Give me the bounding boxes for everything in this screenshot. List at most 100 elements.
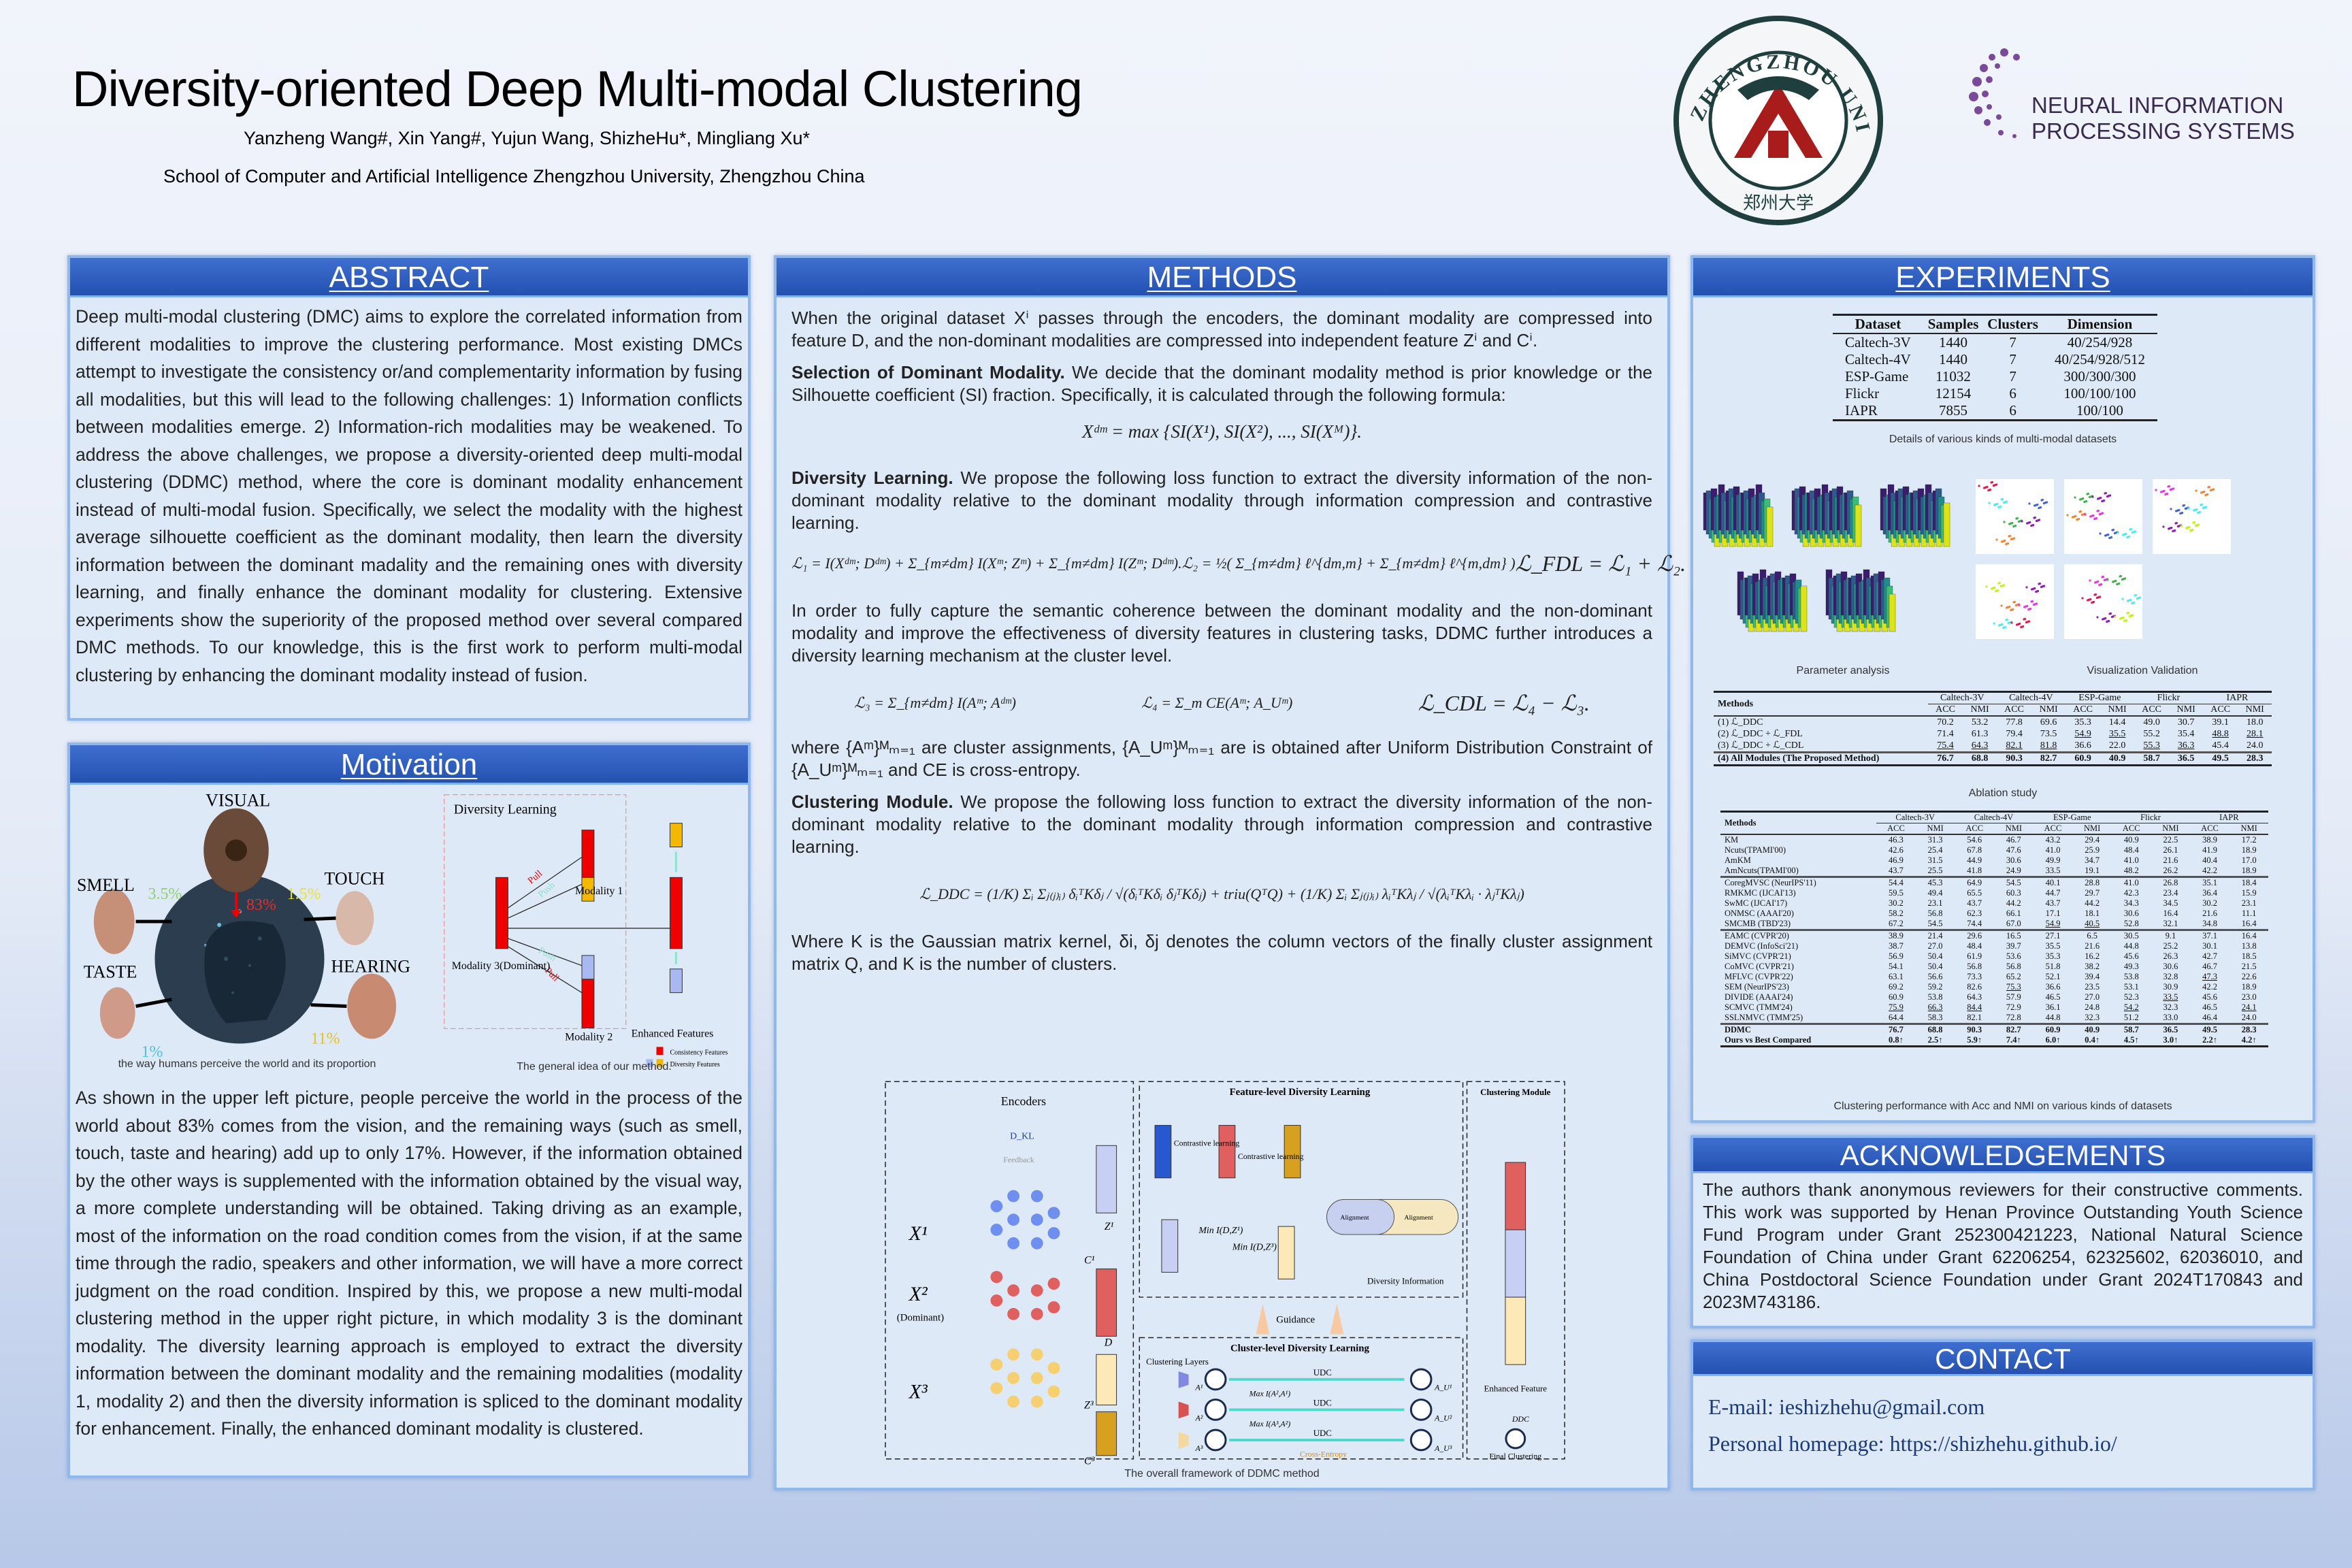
table-cell: 38.2 <box>2085 962 2100 971</box>
table-cell: 36.6 <box>2045 982 2061 992</box>
table-cell: 58.2 <box>1889 909 1904 918</box>
experiments-heading: EXPERIMENTS <box>1693 258 2313 297</box>
table-cell: 9.1 <box>2165 931 2176 941</box>
encoder-networks <box>990 1190 1060 1408</box>
table-cell: 59.2 <box>1927 982 1943 992</box>
table-cell: 77.8 <box>2006 717 2023 728</box>
table-cell: 16.4 <box>2163 909 2178 918</box>
metric-header: ACC <box>2044 823 2062 833</box>
table-cell: 7855 <box>1939 402 1968 419</box>
contact-homepage[interactable]: Personal homepage: https://shizhehu.gith… <box>1708 1431 2117 1456</box>
table-cell: 33.5 <box>2045 866 2061 875</box>
method-name: (3) ℒ_DDC + ℒ_CDL <box>1718 740 1804 751</box>
table-cell: 30.2 <box>1889 898 1904 908</box>
table-cell: 44.2 <box>2085 898 2100 908</box>
method-name: SEM (NeurIPS'23) <box>1725 982 1789 992</box>
table-cell: 58.7 <box>2143 753 2160 764</box>
ear-image <box>347 973 397 1039</box>
table-cell: 56.9 <box>1889 951 1904 961</box>
methods-header: Methods <box>1718 698 1754 709</box>
modality2-label: Modality 2 <box>565 1031 612 1043</box>
method-name: DDMC <box>1725 1025 1751 1034</box>
table-cell: 18.5 <box>2241 951 2257 961</box>
table-cell: 46.4 <box>2202 1013 2217 1022</box>
acknowledgements-heading: ACKNOWLEDGEMENTS <box>1693 1138 2313 1173</box>
senses-caption: the way humans perceive the world and it… <box>118 1058 376 1070</box>
table-cell: 21.6 <box>2163 855 2178 865</box>
table-cell: 55.3 <box>2143 740 2160 751</box>
table-cell: 23.5 <box>2085 982 2100 992</box>
table-cell: 45.6 <box>2202 992 2217 1002</box>
table-cell: 18.9 <box>2241 866 2257 875</box>
poster-title: Diversity-oriented Deep Multi-modal Clus… <box>72 61 1083 117</box>
max-i-a2-a1: Max I(A²,A¹) <box>1249 1389 1291 1399</box>
parameter-analysis-plots <box>1703 484 1950 632</box>
table-cell: 42.2 <box>2202 982 2217 992</box>
method-name: SMCMB (TBD'23) <box>1725 919 1791 928</box>
table-cell: 43.7 <box>2045 898 2061 908</box>
table-cell: IAPR <box>1845 402 1878 419</box>
x2-label: X² <box>909 1284 928 1305</box>
table-cell: 22.6 <box>2241 972 2257 981</box>
table-cell: 29.6 <box>1967 931 1982 941</box>
method-name: AmNcuts(TPAMI'00) <box>1725 866 1799 875</box>
table-cell: 33.5 <box>2163 992 2178 1002</box>
table-cell: 75.3 <box>2006 982 2021 992</box>
table-cell: 26.8 <box>2163 878 2178 887</box>
table-cell: 43.7 <box>1967 898 1982 908</box>
table-cell: 60.9 <box>1889 992 1904 1002</box>
contact-panel: CONTACT E-mail: ieshizhehu@gmail.com Per… <box>1690 1339 2315 1490</box>
min-i-d-z1: Min I(D,Z¹) <box>1198 1225 1243 1236</box>
method-name: SCMVC (TMM'24) <box>1725 1002 1793 1012</box>
table-cell: 69.2 <box>1889 982 1904 992</box>
table-cell: 72.8 <box>2006 1013 2021 1022</box>
contact-email[interactable]: E-mail: ieshizhehu@gmail.com <box>1708 1394 1985 1419</box>
table-cell: 39.7 <box>2006 941 2021 951</box>
table-cell: 22.0 <box>2108 740 2126 751</box>
table-cell: 52.1 <box>2045 972 2061 981</box>
table-cell: 7 <box>2009 368 2016 385</box>
table-cell: 7 <box>2009 351 2016 368</box>
sense-label-visual: VISUAL <box>206 791 270 811</box>
au3-label: A_U³ <box>1434 1443 1452 1453</box>
method-name: CoregMVSC (NeurIPS'11) <box>1725 878 1816 887</box>
metric-header: NMI <box>2108 704 2127 715</box>
table-cell: 21.6 <box>2085 941 2100 951</box>
table-cell: 42.2 <box>2202 866 2217 875</box>
table-cell: 0.4↑ <box>2085 1035 2100 1045</box>
eq-l4: ℒ₄ = Σ_m CE(Aᵐ; A_Uᵐ) <box>1141 694 1293 711</box>
table-cell: 42.3 <box>2123 888 2139 898</box>
a1-label: A¹ <box>1194 1383 1203 1392</box>
table-cell: 30.7 <box>2177 717 2195 728</box>
method-name: Ncuts(TPAMI'00) <box>1725 845 1786 855</box>
table-cell: 54.6 <box>1967 835 1982 845</box>
table-cell: 36.3 <box>2177 740 2195 751</box>
legend-diversity: Diversity Features <box>670 1061 719 1068</box>
table-cell: 56.8 <box>1927 909 1943 918</box>
table-row: (4) All Modules (The Proposed Method)76.… <box>1714 752 2272 766</box>
table-cell: 100/100/100 <box>2063 385 2136 402</box>
table-cell: 35.4 <box>2177 728 2195 739</box>
contact-heading: CONTACT <box>1693 1342 2313 1376</box>
table-cell: 68.8 <box>1927 1025 1943 1034</box>
table-cell: 71.4 <box>1937 728 1954 739</box>
table-cell: 13.8 <box>2241 941 2257 951</box>
table-cell: 40/254/928 <box>2067 334 2133 350</box>
table-cell: 50.4 <box>1927 951 1943 961</box>
table-cell: 32.8 <box>2163 972 2178 981</box>
table-cell: 18.9 <box>2241 982 2257 992</box>
table-cell: 41.0 <box>2123 878 2139 887</box>
au2-label: A_U² <box>1434 1413 1452 1422</box>
table-cell: 70.2 <box>1937 717 1954 728</box>
table-cell: 25.5 <box>1927 866 1943 875</box>
neurips-line2: PROCESSING SYSTEMS <box>2031 118 2295 144</box>
table-cell: 24.8 <box>2085 1002 2100 1012</box>
table-cell: 48.4 <box>1967 941 1982 951</box>
table-cell: 35.3 <box>2074 717 2091 728</box>
